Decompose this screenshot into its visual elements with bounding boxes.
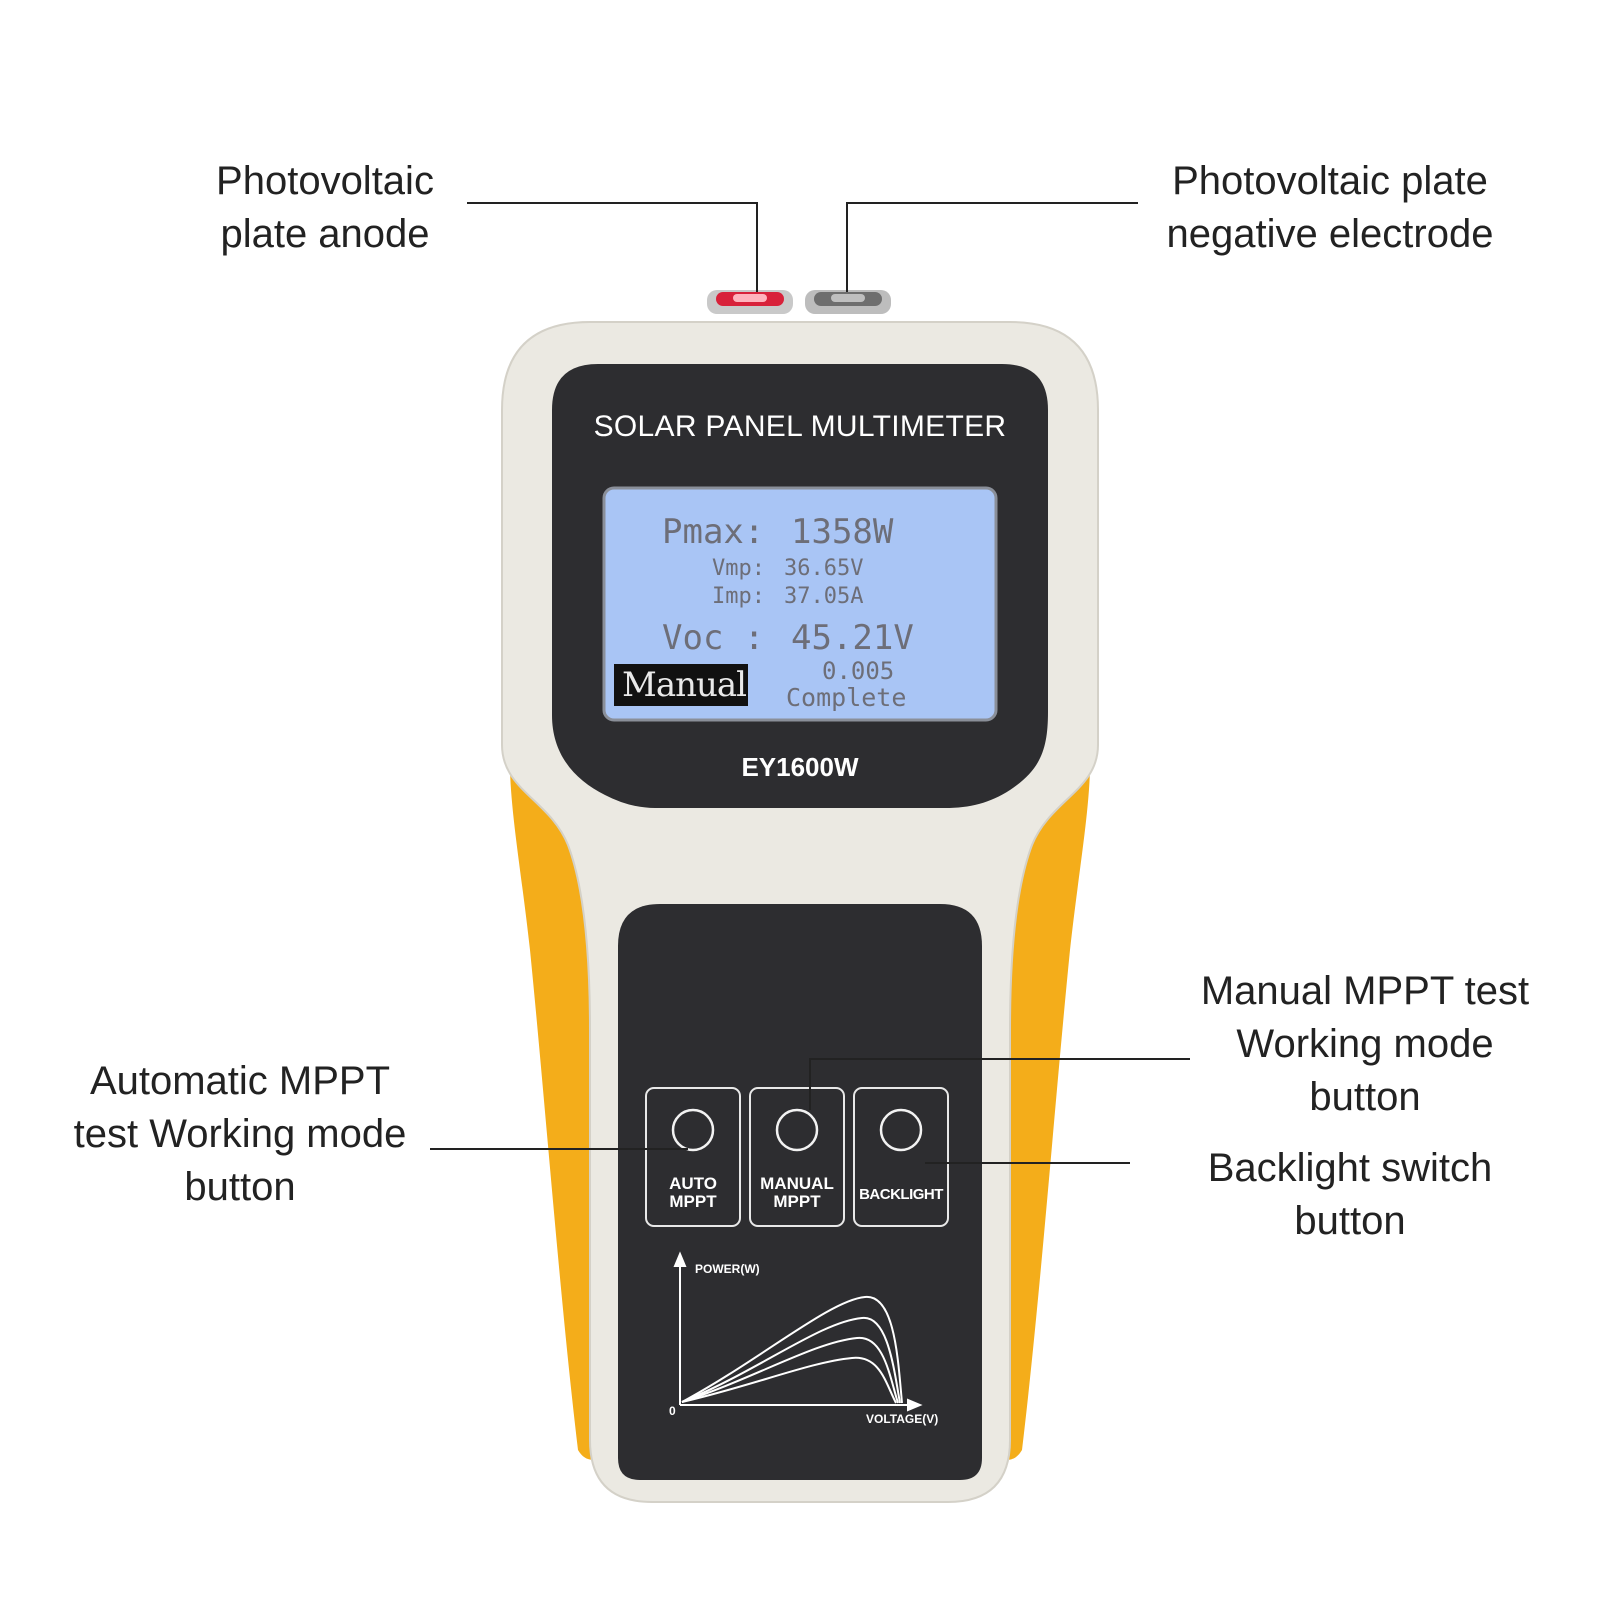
manual-mppt-button[interactable] (749, 1087, 845, 1227)
lcd-pmax-value: 1358W (791, 512, 894, 552)
backlight-button[interactable] (853, 1087, 949, 1227)
curve-origin-label: 0 (669, 1404, 676, 1418)
manual-mppt-label-line-2: MPPT (773, 1192, 821, 1211)
callout-auto: Automatic MPPT test Working mode button (40, 1055, 440, 1214)
callout-anode-line-2: plate anode (220, 212, 430, 256)
auto-mppt-label-line-2: MPPT (669, 1192, 717, 1211)
terminal-negative (805, 290, 891, 314)
callout-auto-line-1: Automatic MPPT (89, 1059, 391, 1103)
manual-mppt-label: MANUAL MPPT (749, 1175, 845, 1211)
curve-y-axis-label: POWER(W) (695, 1262, 760, 1276)
curve-x-axis-label: VOLTAGE(V) (866, 1412, 939, 1426)
lcd-vmp-label: Vmp: (712, 556, 765, 581)
callout-negative-line-2: negative electrode (1166, 212, 1494, 256)
auto-mppt-label: AUTO MPPT (645, 1175, 741, 1211)
callout-negative-line-1: Photovoltaic plate (1172, 159, 1488, 203)
mode-highlight (614, 664, 748, 706)
callout-auto-line-3: button (184, 1165, 296, 1209)
lcd-vmp-value: 36.65V (784, 556, 864, 581)
callout-anode: Photovoltaic plate anode (190, 155, 460, 261)
left-grip (509, 745, 606, 1460)
callout-backlight-line-2: button (1294, 1199, 1406, 1243)
callout-auto-line-2: test Working mode (73, 1112, 407, 1156)
lcd-status: Complete (786, 683, 907, 712)
lcd-mode: Manual (622, 665, 747, 705)
callout-anode-line-1: Photovoltaic (216, 159, 434, 203)
right-grip (994, 745, 1091, 1460)
negative-leader (846, 202, 1138, 292)
anode-leader (467, 202, 758, 292)
callout-leader-lines (430, 202, 1190, 1164)
callout-backlight: Backlight switch button (1170, 1142, 1530, 1248)
callout-backlight-line-1: Backlight switch (1207, 1146, 1493, 1190)
backlight-label: BACKLIGHT (853, 1186, 949, 1204)
callout-manual-line-1: Manual MPPT test (1200, 969, 1530, 1013)
power-curve-graphic (673, 1251, 923, 1412)
lcd-voc-value: 45.21V (791, 618, 914, 658)
terminal-positive (707, 290, 793, 314)
lcd-screen (602, 486, 998, 722)
auto-mppt-label-line-1: AUTO (669, 1174, 717, 1193)
manual-leader (809, 1058, 1190, 1110)
callout-manual: Manual MPPT test Working mode button (1165, 965, 1565, 1124)
manual-mppt-label-line-1: MANUAL (760, 1174, 834, 1193)
keypad-panel (618, 904, 982, 1480)
lcd-voc-label: Voc : (662, 618, 765, 658)
lcd-imp-label: Imp: (712, 584, 765, 609)
backlight-label-line-1: BACKLIGHT (859, 1186, 943, 1203)
lcd-imp-value: 37.05A (784, 584, 864, 609)
callout-manual-line-3: button (1309, 1075, 1421, 1119)
callout-manual-line-2: Working mode (1236, 1022, 1494, 1066)
callout-negative: Photovoltaic plate negative electrode (1140, 155, 1520, 261)
device-model: EY1600W (741, 752, 859, 782)
lcd-step: 0.005 (822, 657, 895, 685)
auto-mppt-button[interactable] (645, 1087, 741, 1227)
lcd-pmax-label: Pmax: (662, 512, 765, 552)
device-title: SOLAR PANEL MULTIMETER (593, 410, 1007, 443)
